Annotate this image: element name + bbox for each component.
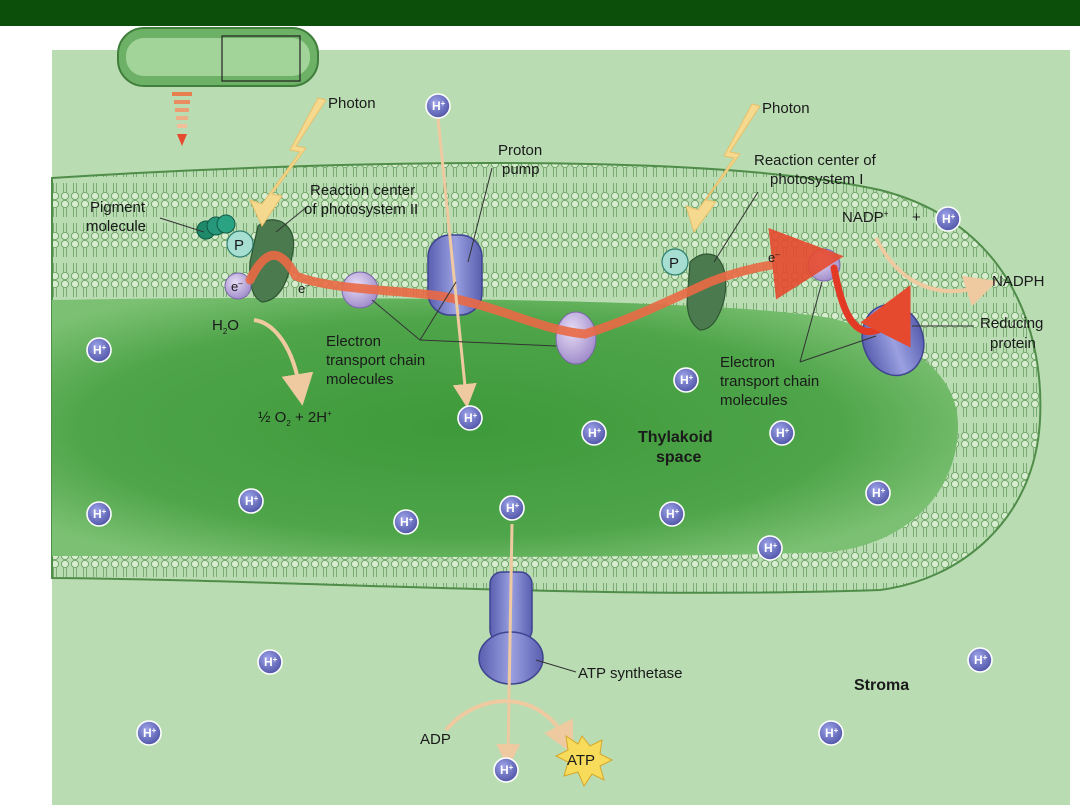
proton-pump-label-line2: pump bbox=[502, 161, 540, 178]
nadp-to-nadph-arrow bbox=[874, 237, 998, 307]
thylakoid-space-label-line2: space bbox=[656, 449, 701, 466]
proton-ion-label: H+ bbox=[680, 373, 694, 387]
proton-ion-label: H+ bbox=[400, 515, 414, 529]
photosystem-i bbox=[686, 253, 727, 331]
thylakoid-space bbox=[52, 297, 959, 557]
electron-label-2: e– bbox=[298, 281, 310, 296]
reducing-protein-label-line2: protein bbox=[990, 335, 1036, 352]
atp-synthetase-label: ATP synthetase bbox=[578, 665, 683, 682]
zoom-indicator-icon bbox=[172, 92, 192, 146]
proton-ion-label: H+ bbox=[432, 99, 446, 113]
leader-lines bbox=[159, 167, 974, 673]
proton-ion-label: H+ bbox=[93, 343, 107, 357]
proton-ion-label: H+ bbox=[764, 541, 778, 555]
proton-ion: H+ bbox=[257, 649, 283, 675]
etc-left-label-line2: transport chain bbox=[326, 352, 425, 369]
proton-ion-label: H+ bbox=[825, 726, 839, 740]
atp-label: ATP bbox=[567, 752, 595, 769]
stroma-label: Stroma bbox=[854, 677, 909, 694]
etc-left-label-line1: Electron bbox=[326, 333, 381, 350]
pigment-label-line2: molecule bbox=[86, 218, 146, 235]
proton-ion-label: H+ bbox=[666, 507, 680, 521]
reducing-protein-label-line1: Reducing bbox=[980, 315, 1043, 332]
proton-ion: H+ bbox=[457, 405, 483, 431]
proton-ion-label: H+ bbox=[143, 726, 157, 740]
photosystem-ii bbox=[249, 219, 295, 303]
proton-ion-label: H+ bbox=[872, 486, 886, 500]
rc-ps2-label-line2: of photosystem II bbox=[304, 201, 418, 218]
proton-ion-label: H+ bbox=[506, 501, 520, 515]
proton-ion-label: H+ bbox=[588, 426, 602, 440]
adp-to-atp-arrow bbox=[444, 699, 574, 755]
phosphate-ps2 bbox=[226, 230, 254, 258]
nadph-label: NADPH bbox=[992, 273, 1045, 290]
proton-ion-label: H+ bbox=[942, 212, 956, 226]
proton-ion: H+ bbox=[673, 367, 699, 393]
proton-pump-flow-arrow bbox=[436, 117, 477, 408]
proton-ion: H+ bbox=[967, 647, 993, 673]
proton-ion: H+ bbox=[136, 720, 162, 746]
electron-label-3: e– bbox=[768, 250, 780, 265]
etc-left-label-line3: molecules bbox=[326, 371, 394, 388]
proton-pump-label-line1: Proton bbox=[498, 142, 542, 159]
etc-right-label-line2: transport chain bbox=[720, 373, 819, 390]
proton-ion-label: H+ bbox=[464, 411, 478, 425]
photon-right-label: Photon bbox=[762, 100, 810, 117]
adp-label: ADP bbox=[420, 731, 451, 748]
phosphate-ps2-label: P bbox=[234, 237, 244, 254]
slide-header-bar bbox=[0, 0, 1080, 26]
proton-ion: H+ bbox=[499, 495, 525, 521]
proton-ion-label: H+ bbox=[264, 655, 278, 669]
proton-ion-label: H+ bbox=[93, 507, 107, 521]
water-label: H2O bbox=[212, 317, 239, 336]
photon-left-icon bbox=[249, 97, 327, 228]
proton-ion: H+ bbox=[757, 535, 783, 561]
proton-ion: H+ bbox=[818, 720, 844, 746]
etc-right-label-line1: Electron bbox=[720, 354, 775, 371]
electron-path-arrow bbox=[245, 227, 844, 339]
nadp-plus-sign: + bbox=[912, 209, 921, 226]
proton-ion: H+ bbox=[493, 757, 519, 783]
proton-ion-label: H+ bbox=[974, 653, 988, 667]
water-splitting-arrow bbox=[253, 318, 314, 406]
proton-ion: H+ bbox=[935, 206, 961, 232]
proton-ion: H+ bbox=[769, 420, 795, 446]
atp-burst-icon bbox=[554, 734, 614, 788]
proton-ion-label: H+ bbox=[245, 494, 259, 508]
thylakoid-space-label-line1: Thylakoid bbox=[638, 429, 713, 446]
proton-ion-label: H+ bbox=[500, 763, 514, 777]
phosphate-ps1 bbox=[661, 248, 689, 276]
proton-ion-label: H+ bbox=[776, 426, 790, 440]
proton-ions: H+ H+ H+ H+ H+ H+ H+ H+ H+ H+ H+ H+ H+ H+ H+ H+ H+ H+ H+ bbox=[86, 93, 993, 783]
proton-ion: H+ bbox=[865, 480, 891, 506]
oxygen-label: ½ O2 + 2H+ bbox=[258, 409, 332, 428]
chloroplast-inset bbox=[117, 27, 319, 146]
proton-ion: H+ bbox=[425, 93, 451, 119]
photon-right-icon bbox=[685, 103, 761, 234]
electron-label-1: e– bbox=[231, 279, 243, 294]
proton-ion: H+ bbox=[659, 501, 685, 527]
rc-ps2-label-line1: Reaction center bbox=[310, 182, 415, 199]
proton-ion: H+ bbox=[581, 420, 607, 446]
photon-left-label: Photon bbox=[328, 95, 376, 112]
etc-right-label-line3: molecules bbox=[720, 392, 788, 409]
nadp-label: NADP+ bbox=[842, 209, 889, 226]
rc-ps1-label-line2: photosystem I bbox=[770, 171, 863, 188]
proton-ion: H+ bbox=[86, 337, 112, 363]
proton-ion: H+ bbox=[238, 488, 264, 514]
electron-carrier-left bbox=[224, 272, 252, 300]
pigment-molecules bbox=[196, 214, 236, 240]
rc-ps1-label-line1: Reaction center of bbox=[754, 152, 877, 169]
pigment-label-line1: Pigment bbox=[90, 199, 146, 216]
etc-molecule-2 bbox=[555, 311, 597, 365]
atp-synthetase-flow-arrow bbox=[496, 523, 521, 768]
electron-path-to-reducing-protein bbox=[830, 264, 911, 348]
proton-ion: H+ bbox=[393, 509, 419, 535]
phosphate-ps1-label: P bbox=[669, 255, 679, 272]
proton-ion: H+ bbox=[86, 501, 112, 527]
